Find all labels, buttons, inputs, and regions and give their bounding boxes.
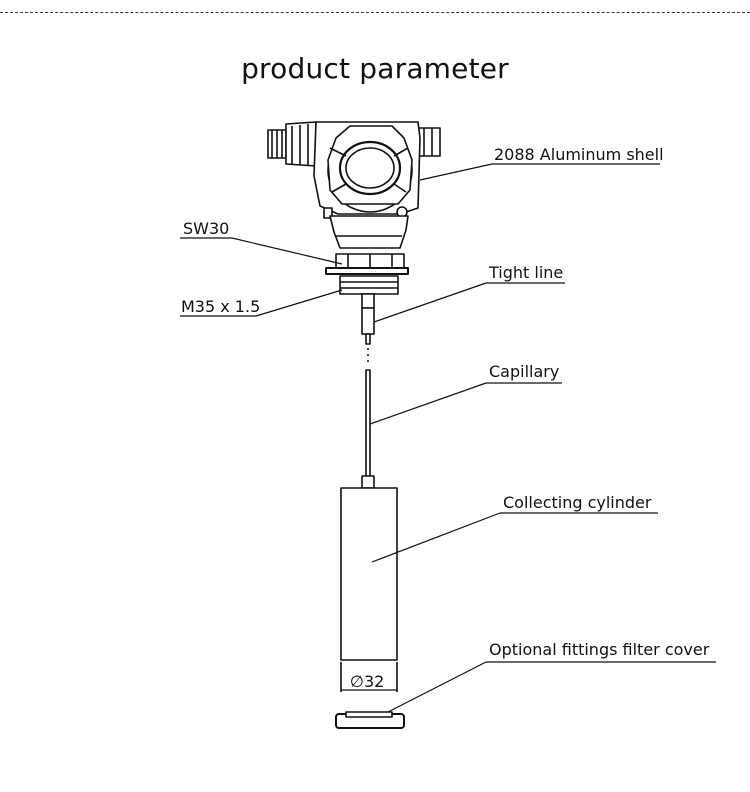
right-cap bbox=[417, 127, 441, 157]
label-collecting-cylinder: Collecting cylinder bbox=[503, 493, 652, 512]
label-tight-line: Tight line bbox=[489, 263, 564, 282]
label-filter-cover: Optional fittings filter cover bbox=[489, 640, 710, 659]
housing-neck bbox=[329, 215, 409, 249]
capillary-line bbox=[361, 369, 375, 489]
thread-section bbox=[339, 275, 399, 309]
label-thread: M35 x 1.5 bbox=[181, 297, 261, 316]
hex-nut bbox=[325, 253, 409, 275]
filter-cover bbox=[335, 711, 405, 729]
label-sw30: SW30 bbox=[183, 219, 230, 238]
top-dashed-divider bbox=[0, 12, 750, 13]
label-aluminum-shell: 2088 Aluminum shell bbox=[494, 145, 664, 164]
aluminum-housing bbox=[313, 121, 421, 219]
tight-line-probe bbox=[361, 307, 375, 362]
cable-gland bbox=[267, 121, 317, 167]
label-diameter: ∅32 bbox=[350, 672, 385, 691]
collecting-cylinder bbox=[340, 487, 398, 692]
label-capillary: Capillary bbox=[489, 362, 560, 381]
page-title: product parameter bbox=[241, 52, 509, 85]
leader-lines bbox=[180, 163, 716, 713]
